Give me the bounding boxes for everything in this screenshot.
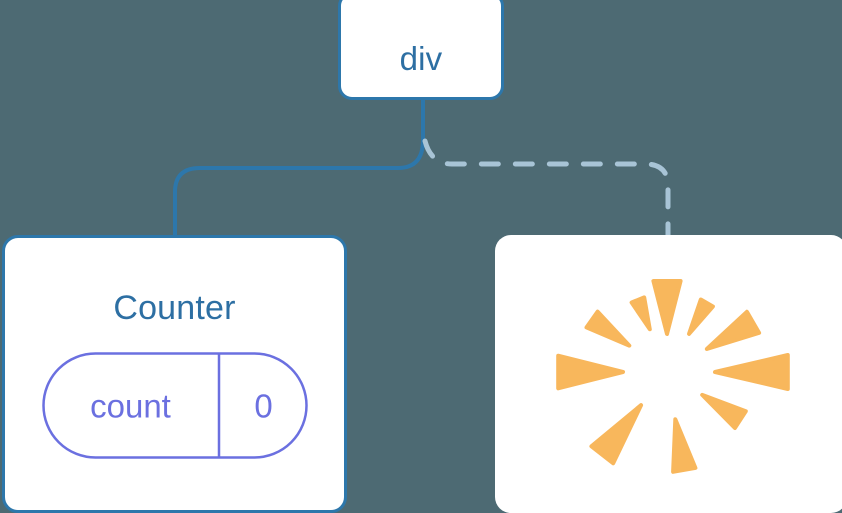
burst-ray-5	[671, 417, 698, 474]
prop-value-label: 0	[254, 387, 273, 424]
burst-ray-3	[713, 353, 790, 391]
burst-ray-9	[629, 295, 652, 332]
burst-ray-6	[589, 403, 644, 466]
burst-ray-2	[704, 309, 762, 351]
node-div[interactable]: div	[338, 0, 504, 100]
prop-capsule-count[interactable]: count 0	[42, 352, 308, 459]
node-counter-label: Counter	[113, 289, 236, 327]
prop-key-label: count	[90, 387, 171, 424]
node-burst[interactable]	[495, 235, 842, 513]
edge-root-burst	[422, 138, 671, 239]
burst-ray-4	[700, 392, 748, 430]
sparkle-burst-icon	[556, 279, 790, 474]
edge-root-counter	[173, 98, 425, 238]
burst-ray-8	[584, 309, 632, 348]
prop-capsule-outline	[42, 352, 308, 459]
burst-ray-1	[687, 297, 715, 336]
burst-ray-0	[651, 279, 683, 336]
burst-ray-7	[556, 353, 625, 391]
node-div-label: div	[399, 40, 443, 77]
